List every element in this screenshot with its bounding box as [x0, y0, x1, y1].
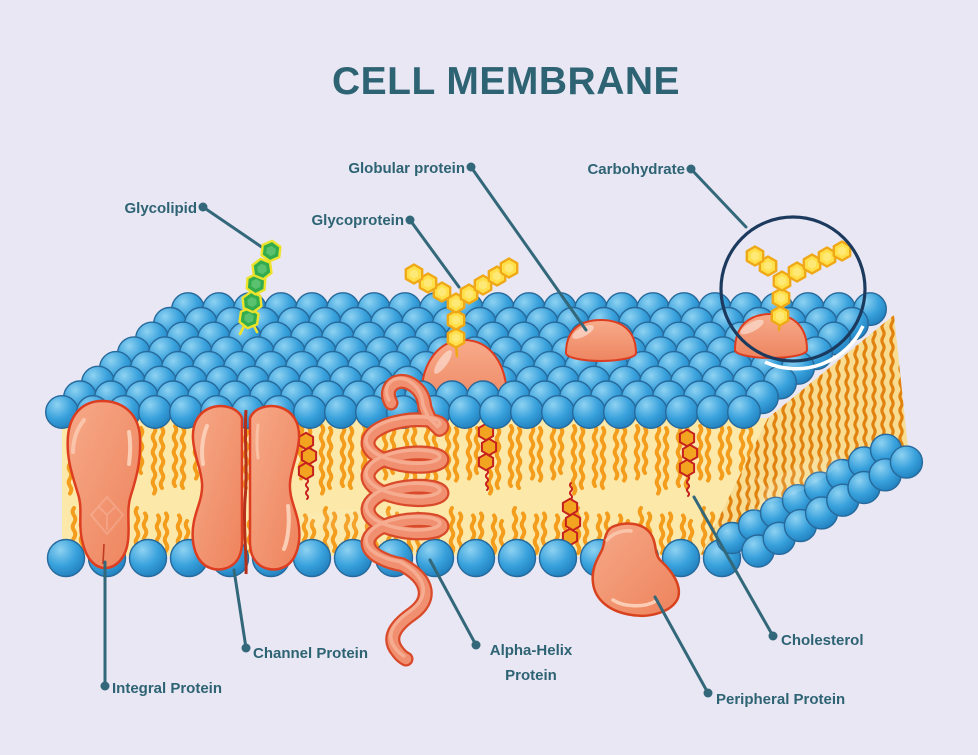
alpha-helix-protein: [360, 373, 450, 667]
channel-protein: [191, 404, 301, 575]
leader-lines: [100, 162, 778, 698]
carbohydrate-highlight-circle: [719, 215, 867, 371]
label-carbohydrate: Carbohydrate: [587, 161, 685, 178]
peripheral-protein: [591, 522, 681, 617]
label-cholesterol: Cholesterol: [781, 632, 864, 649]
label-alpha-helix-line2: Protein: [505, 667, 557, 684]
label-globular-protein: Globular protein: [348, 160, 465, 177]
label-glycolipid: Glycolipid: [124, 200, 197, 217]
top-phospholipid-heads-back: [80, 292, 888, 400]
label-channel-protein: Channel Protein: [253, 645, 369, 662]
glyco-chains: [238, 239, 852, 358]
page-title: CELL MEMBRANE: [331, 60, 681, 103]
label-peripheral-protein: Peripheral Protein: [716, 691, 846, 708]
label-glycoprotein: Glycoprotein: [311, 212, 404, 229]
cholesterol-molecules: [297, 422, 699, 547]
label-integral-protein: Integral Protein: [112, 680, 223, 697]
label-alpha-helix-line1: Alpha-Helix: [489, 642, 573, 659]
